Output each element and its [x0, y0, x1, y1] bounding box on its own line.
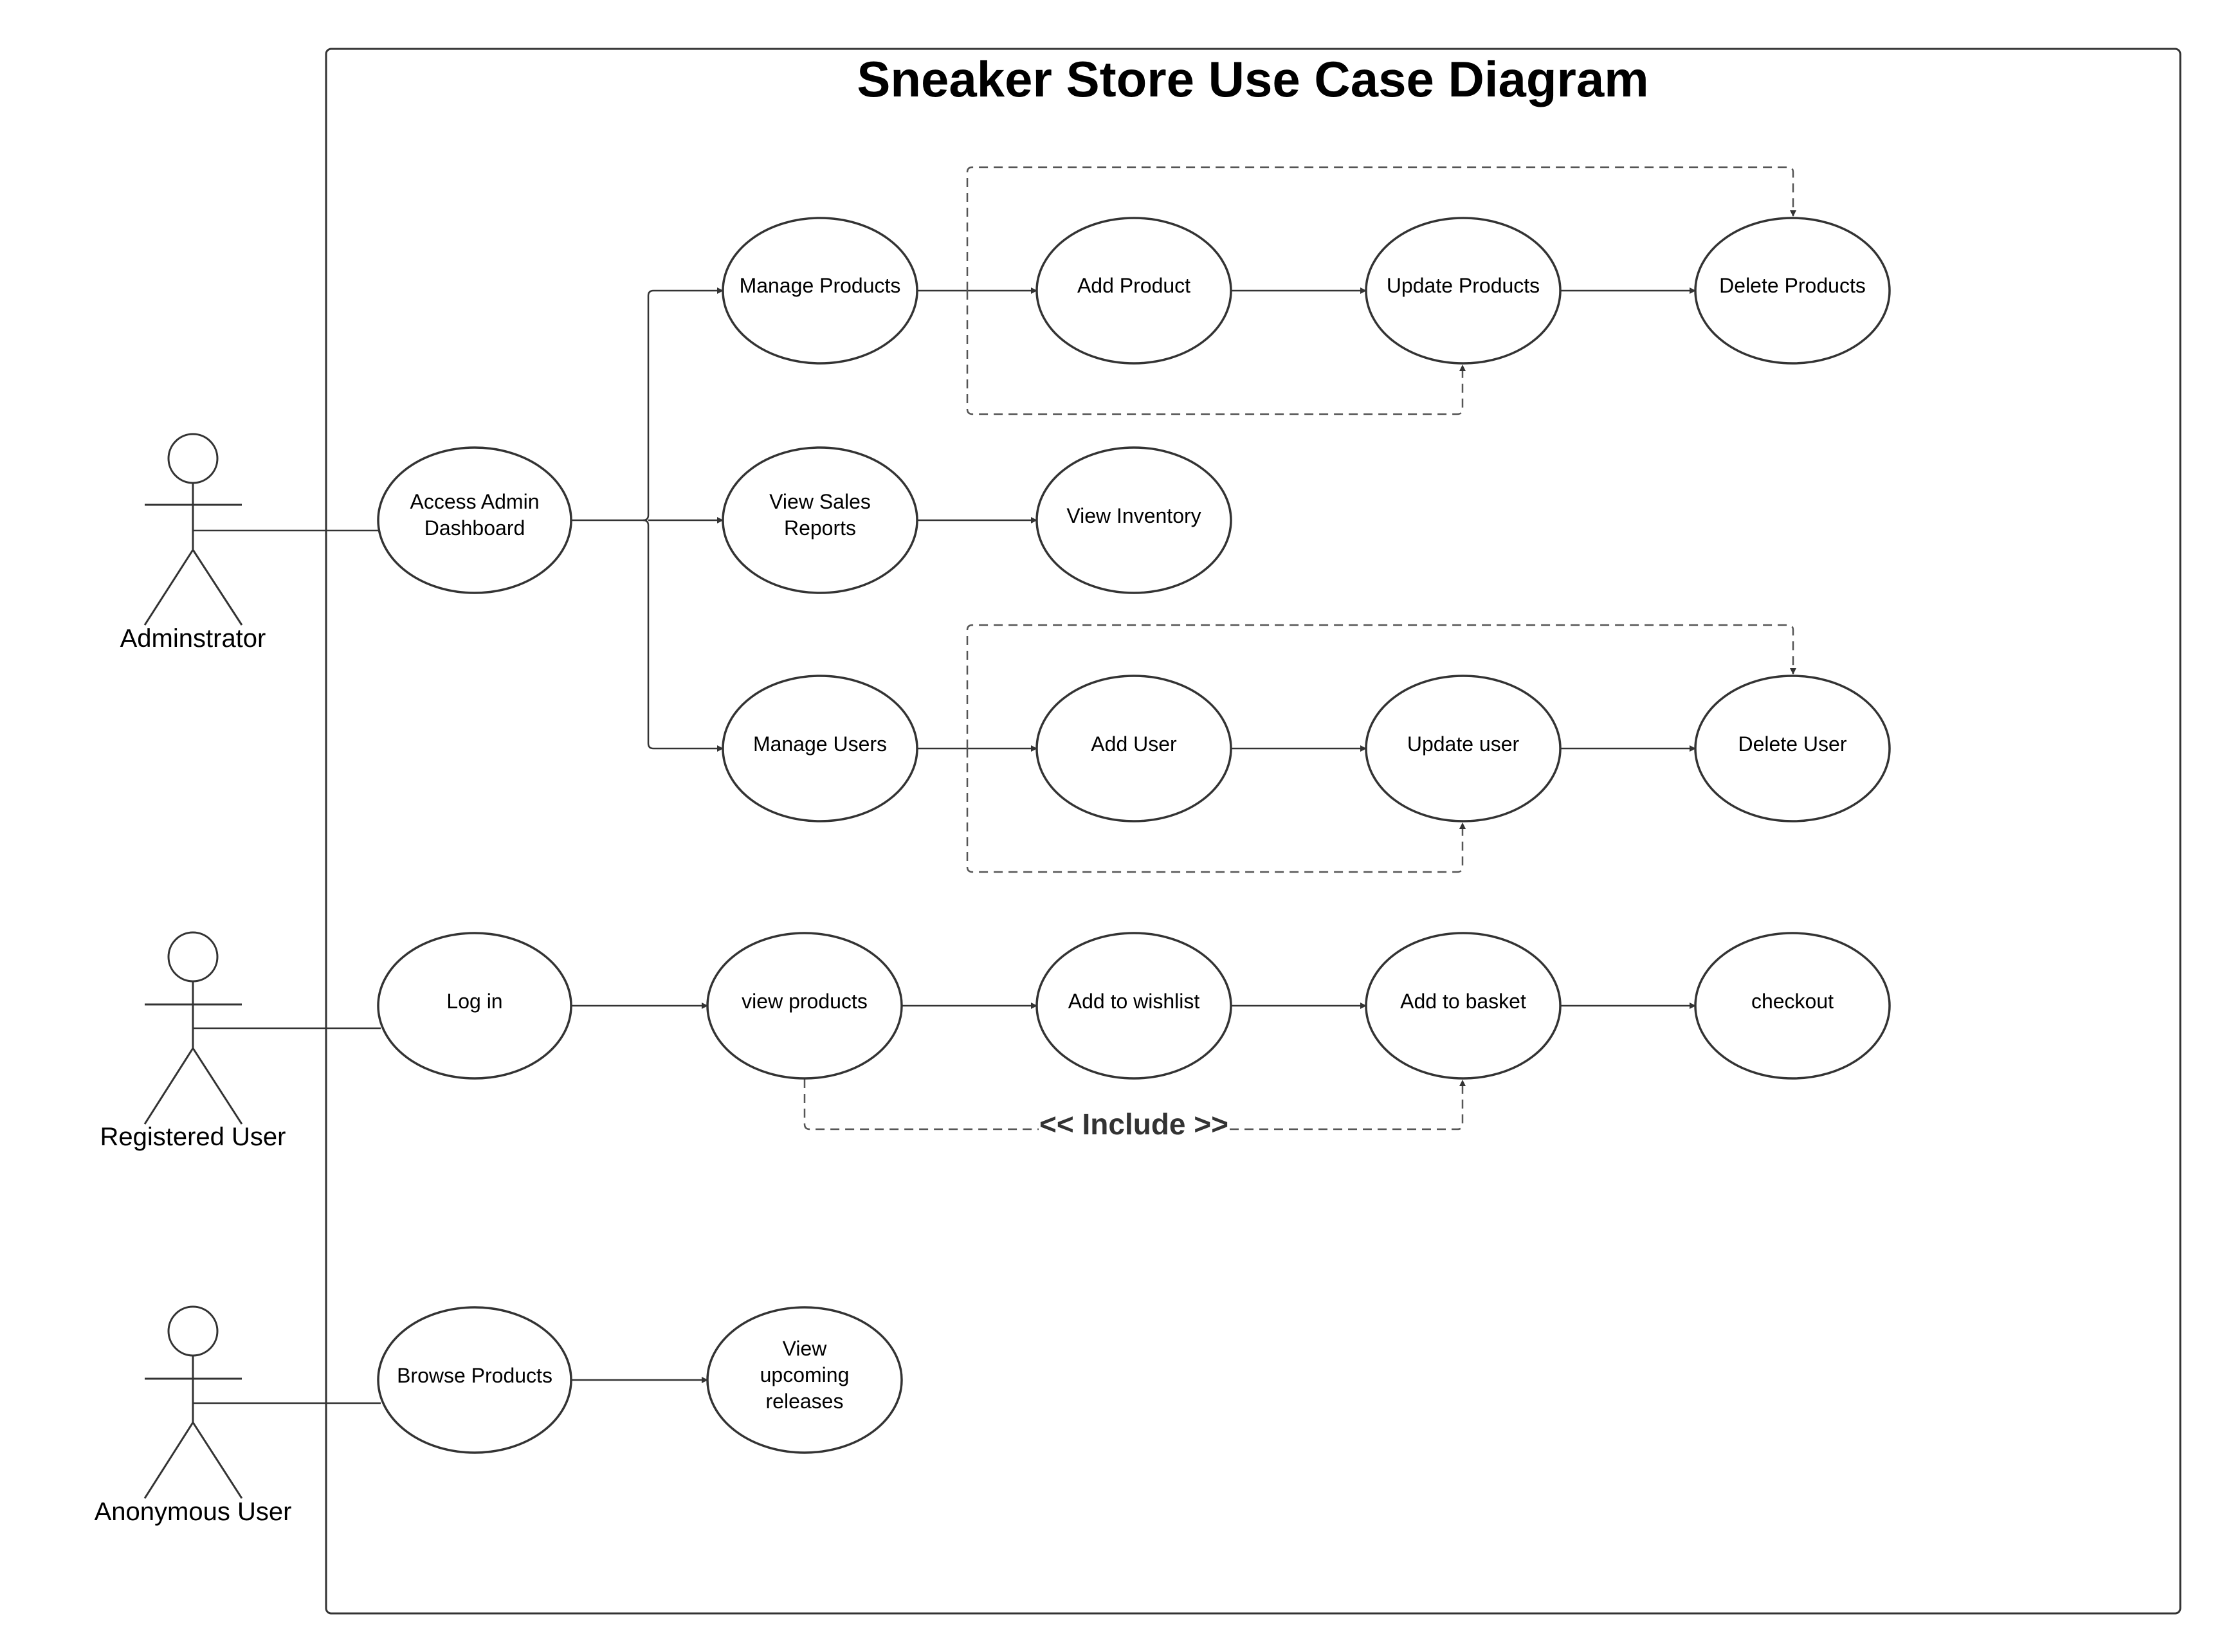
actor-label-registered-user: Registered User	[100, 1123, 286, 1151]
actor-head	[167, 433, 219, 484]
use-case-label: Dashboard	[424, 516, 525, 540]
use-case-label: Add to basket	[1400, 990, 1526, 1013]
use-case-browse-products: Browse Products	[377, 1306, 572, 1454]
use-case-label: View Inventory	[1066, 504, 1201, 527]
use-case-checkout: checkout	[1694, 932, 1891, 1080]
dashed-include-left	[803, 1079, 1039, 1130]
use-case-label: Add User	[1091, 732, 1177, 756]
use-case-access-admin-dashboard: Access Admin Dashboard	[377, 446, 572, 594]
actor-registered-user: Registered User	[100, 931, 286, 1151]
use-case-update-products: Update Products	[1365, 217, 1562, 365]
actor-head	[167, 1305, 219, 1357]
use-case-delete-products: Delete Products	[1694, 217, 1891, 365]
use-case-add-user: Add User	[1035, 675, 1232, 822]
use-case-label: Log in	[446, 990, 502, 1013]
actor-label-administrator: Adminstrator	[120, 624, 266, 653]
connector-admin-to-manage-users	[643, 519, 724, 752]
use-case-add-to-wishlist: Add to wishlist	[1035, 932, 1232, 1080]
include-label: << Include >>	[1039, 1107, 1228, 1141]
system-boundary	[325, 48, 2182, 1615]
use-case-label: Add Product	[1077, 274, 1190, 297]
use-case-label: Delete Products	[1719, 274, 1866, 297]
actor-label-anonymous-user: Anonymous User	[95, 1498, 292, 1526]
use-case-label: releases	[766, 1390, 844, 1413]
use-case-label: Delete User	[1738, 732, 1847, 756]
use-case-label: Add to wishlist	[1068, 990, 1200, 1013]
use-case-label: Access Admin	[410, 490, 540, 513]
use-case-manage-users: Manage Users	[722, 675, 918, 822]
use-case-label: Manage Users	[753, 732, 887, 756]
use-case-view-inventory: View Inventory	[1035, 446, 1232, 594]
use-case-label: Browse Products	[397, 1364, 552, 1387]
use-case-label: view products	[742, 990, 868, 1013]
use-case-view-products: view products	[706, 932, 903, 1080]
use-case-label: View	[783, 1337, 828, 1360]
use-case-delete-user: Delete User	[1694, 675, 1891, 822]
use-case-log-in: Log in	[377, 932, 572, 1080]
actor-anonymous-user: Anonymous User	[95, 1305, 292, 1526]
dashed-include-products-top	[966, 166, 1796, 291]
dashed-include-users-bottom	[966, 749, 1466, 873]
use-case-update-user: Update user	[1365, 675, 1562, 822]
use-case-label: checkout	[1751, 990, 1834, 1013]
use-case-label: Update user	[1407, 732, 1520, 756]
use-case-add-to-basket: Add to basket	[1365, 932, 1562, 1080]
use-case-label: Manage Products	[740, 274, 901, 297]
diagram-title: Sneaker Store Use Case Diagram	[857, 51, 1648, 107]
use-case-add-product: Add Product	[1035, 217, 1232, 365]
dashed-include-right	[1230, 1080, 1466, 1130]
actor-head	[167, 931, 219, 983]
actor-administrator: Adminstrator	[120, 433, 266, 653]
use-case-view-sales-reports: View Sales Reports	[722, 446, 918, 594]
connector-admin-to-manage-products	[571, 287, 724, 522]
use-case-label: upcoming	[760, 1363, 850, 1386]
use-case-label: Update Products	[1387, 274, 1540, 297]
use-case-manage-products: Manage Products	[722, 217, 918, 365]
dashed-include-products-bottom	[966, 291, 1466, 415]
use-case-view-upcoming-releases: View upcoming releases	[706, 1306, 903, 1454]
dashed-include-users-top	[966, 624, 1796, 749]
use-case-label: View Sales	[769, 490, 871, 513]
use-case-label: Reports	[784, 516, 856, 540]
